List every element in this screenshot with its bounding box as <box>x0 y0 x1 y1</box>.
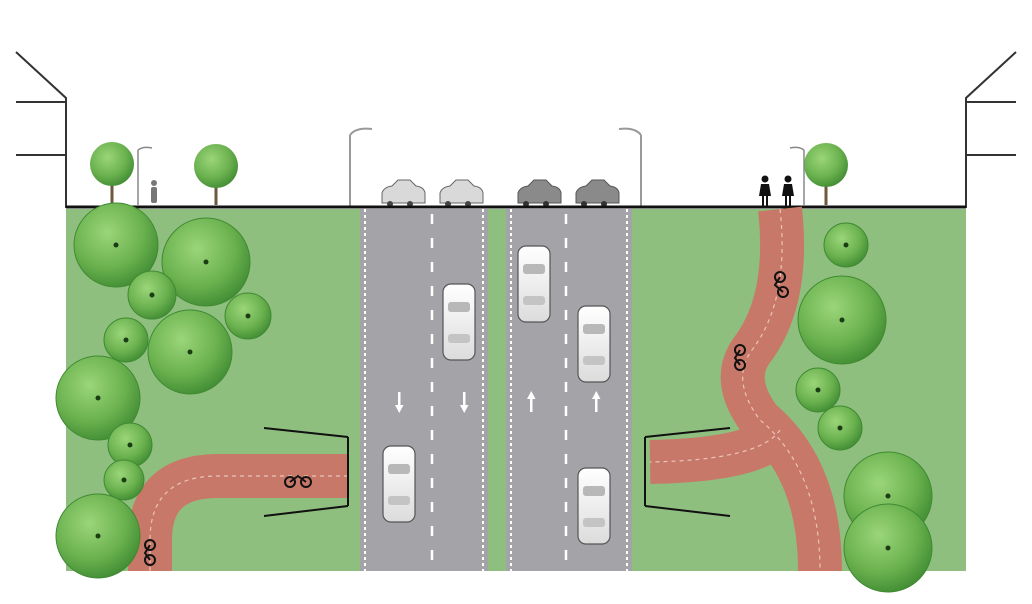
lane-arrow-up-icon <box>592 391 601 412</box>
elevation-tree-2 <box>194 144 238 205</box>
plan-tree <box>55 493 141 579</box>
plan-car <box>577 305 611 383</box>
lane-arrow-up-icon <box>527 391 536 412</box>
plan-trees <box>55 202 933 593</box>
bicycle-icon <box>773 271 789 298</box>
right-building <box>965 51 1017 208</box>
plan-tree <box>127 270 177 320</box>
plan-tree <box>797 275 887 365</box>
plan-car <box>517 245 551 323</box>
carriageway-west <box>360 209 488 571</box>
pedestrian-icon <box>151 180 157 203</box>
pedestrian-icon <box>782 175 794 206</box>
plan-car <box>577 467 611 545</box>
elevation-tree-3 <box>804 143 848 205</box>
plan-car <box>382 445 416 523</box>
street-lamp-right <box>618 127 642 207</box>
cycle-path-right-centerline <box>649 208 821 572</box>
plan-tree <box>817 405 863 451</box>
plan-car <box>442 283 476 361</box>
elevation-car <box>381 179 426 207</box>
elevation-view <box>15 51 1017 209</box>
elevation-tree-1 <box>90 142 134 205</box>
left-building <box>15 51 67 208</box>
plan-tree <box>224 292 272 340</box>
plan-tree <box>147 309 233 395</box>
underpass-left <box>263 427 349 517</box>
bicycle-icon <box>143 539 156 566</box>
bicycle-icon <box>733 344 746 371</box>
cycle-path-left-centerline <box>149 475 348 571</box>
street-lamp-left <box>349 127 373 207</box>
underpass-right <box>644 427 731 517</box>
plan-tree <box>823 222 869 268</box>
small-lamp-left <box>137 146 153 205</box>
small-lamp-right <box>789 146 805 205</box>
plan-tree <box>795 367 841 413</box>
lane-arrow-down-icon <box>395 392 404 413</box>
plan-tree <box>103 459 145 501</box>
pedestrian-icon <box>759 175 771 206</box>
plan-tree <box>73 202 159 288</box>
elevation-car <box>575 179 620 207</box>
plan-tree <box>103 317 149 363</box>
lane-arrow-down-icon <box>460 392 469 413</box>
elevation-car <box>439 179 484 207</box>
elevation-car <box>517 179 562 207</box>
lane-dividers <box>430 214 568 571</box>
plan-tree <box>161 217 251 307</box>
plan-tree <box>55 355 141 441</box>
plan-tree <box>107 422 153 468</box>
plan-tree <box>843 503 933 593</box>
road-edge-lines <box>364 209 628 571</box>
plan-cars <box>382 245 611 545</box>
bicycle-icon <box>284 474 312 488</box>
plan-view <box>55 202 966 593</box>
median-strip <box>488 209 506 571</box>
